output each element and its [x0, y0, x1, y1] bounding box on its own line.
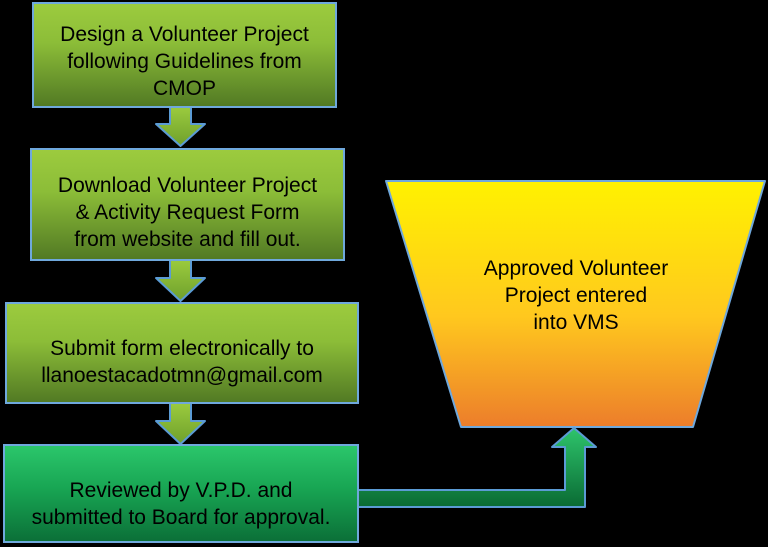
down-arrow-icon-2 — [155, 259, 206, 302]
step-text-line: Submit form electronically to — [50, 337, 314, 360]
elbow-up-arrow-icon — [357, 427, 597, 508]
step-text-line: from website and fill out. — [74, 228, 301, 251]
funnel-shape — [385, 180, 766, 428]
step-box-review: Reviewed by V.P.D. and submitted to Boar… — [3, 444, 359, 543]
down-arrow-icon-1 — [155, 106, 206, 147]
step-text-line: into VMS — [533, 311, 619, 334]
step-text-line: Download Volunteer Project — [57, 174, 318, 197]
step-text-line: submitted to Board for approval. — [31, 505, 331, 529]
step-text-line: following Guidelines from — [67, 49, 302, 73]
step-text-line: CMOP — [153, 76, 216, 100]
step-text-line: Approved Volunteer — [483, 257, 669, 280]
step-email-text: llanoestacadotmn@gmail.com — [41, 364, 323, 387]
step-box-design: Design a Volunteer Project following Gui… — [32, 2, 337, 108]
step-box-download: Download Volunteer Project & Activity Re… — [30, 148, 345, 261]
step-text-line: & Activity Request Form — [75, 201, 300, 224]
step-box-approved-text: Approved Volunteer Project entered into … — [421, 255, 731, 336]
down-arrow-icon-3 — [155, 402, 206, 445]
step-text-line: Design a Volunteer Project — [60, 22, 309, 46]
step-text-line: Project entered — [504, 284, 648, 307]
step-box-submit: Submit form electronically to llanoestac… — [5, 302, 359, 404]
step-text-line: Reviewed by V.P.D. and — [69, 478, 293, 502]
